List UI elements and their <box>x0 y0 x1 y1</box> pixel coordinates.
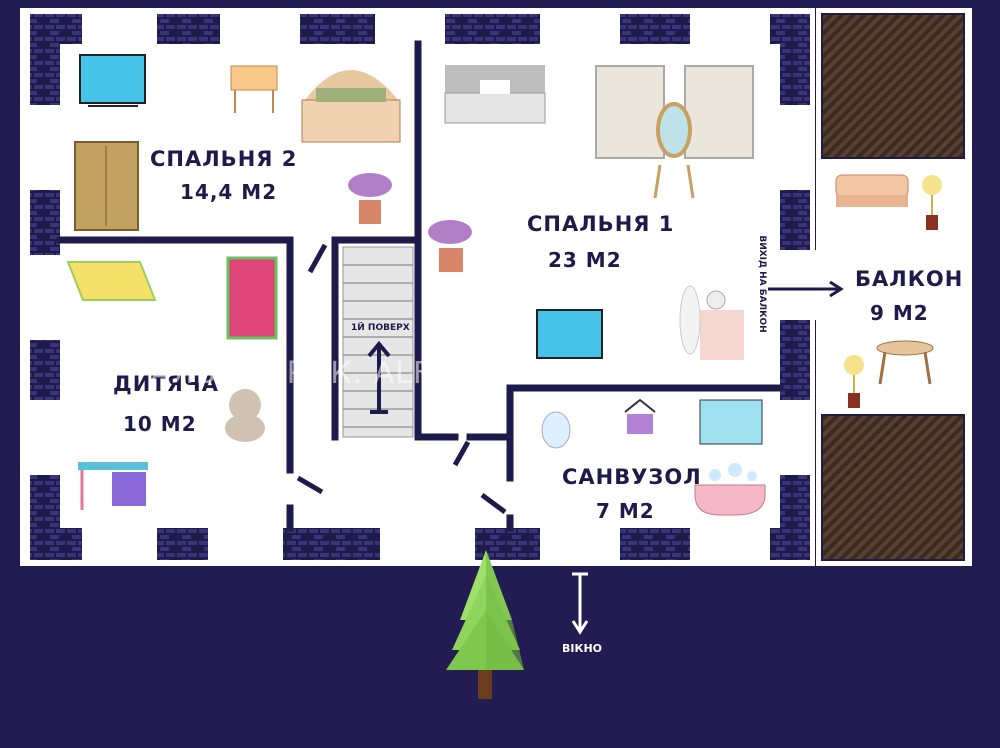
window-arrow-icon <box>571 572 589 635</box>
wall-windows <box>30 14 812 560</box>
room-area-kids: 10 М2 <box>123 412 197 436</box>
staircase <box>342 246 414 438</box>
bed-icon <box>301 70 401 143</box>
child-bed-icon <box>66 261 157 301</box>
room-area-bathroom: 7 М2 <box>596 499 655 523</box>
room-name-bathroom: САНВУЗОЛ <box>562 465 702 489</box>
plant-icon <box>922 175 942 230</box>
sofa-icon <box>835 174 909 207</box>
sink-icon <box>699 399 763 445</box>
side-table-icon <box>230 65 278 113</box>
wardrobe-icon <box>74 141 139 231</box>
balcony-arrow-icon <box>768 280 844 298</box>
desk-icon <box>78 462 148 510</box>
room-area-bedroom2: 14,4 М2 <box>180 180 278 204</box>
plant-icon <box>428 220 472 272</box>
room-name-balcony: БАЛКОН <box>855 267 964 291</box>
room-area-bedroom1: 23 М2 <box>548 248 622 272</box>
tv-icon <box>79 54 146 107</box>
window-label: ВІКНО <box>562 642 603 655</box>
doors <box>296 243 507 515</box>
room-name-bedroom1: СПАЛЬНЯ 1 <box>527 212 675 236</box>
stair-arrow-icon <box>367 340 391 414</box>
vanity-icon <box>679 285 744 360</box>
coffee-table-icon <box>876 340 934 385</box>
room-name-kids: ДИТЯЧА <box>113 372 219 396</box>
cabinet-icon <box>226 256 278 340</box>
floor-label: 1Й ПОВЕРХ <box>351 323 410 333</box>
balcony <box>780 8 972 566</box>
balcony-exit-label: ВИХІД НА БАЛКОН <box>757 235 767 333</box>
plant-icon <box>844 355 864 408</box>
plant-icon <box>348 173 392 224</box>
tv-icon <box>536 309 603 359</box>
mirror-icon <box>653 102 695 199</box>
interior-walls <box>56 40 784 532</box>
room-name-bedroom2: СПАЛЬНЯ 2 <box>150 147 298 171</box>
cabinet-icon <box>595 65 754 159</box>
room-area-balcony: 9 М2 <box>870 301 929 325</box>
watermark: АЛЬФАБРОК. ALFABROK. АЛЬФАБРОК <box>150 356 763 391</box>
teddy-bear-icon <box>225 389 265 442</box>
tree-icon <box>446 550 524 699</box>
bed-icon <box>444 65 546 124</box>
toilet-icon <box>541 411 571 449</box>
bathtub-icon <box>694 463 766 516</box>
hanger-icon <box>624 398 656 434</box>
